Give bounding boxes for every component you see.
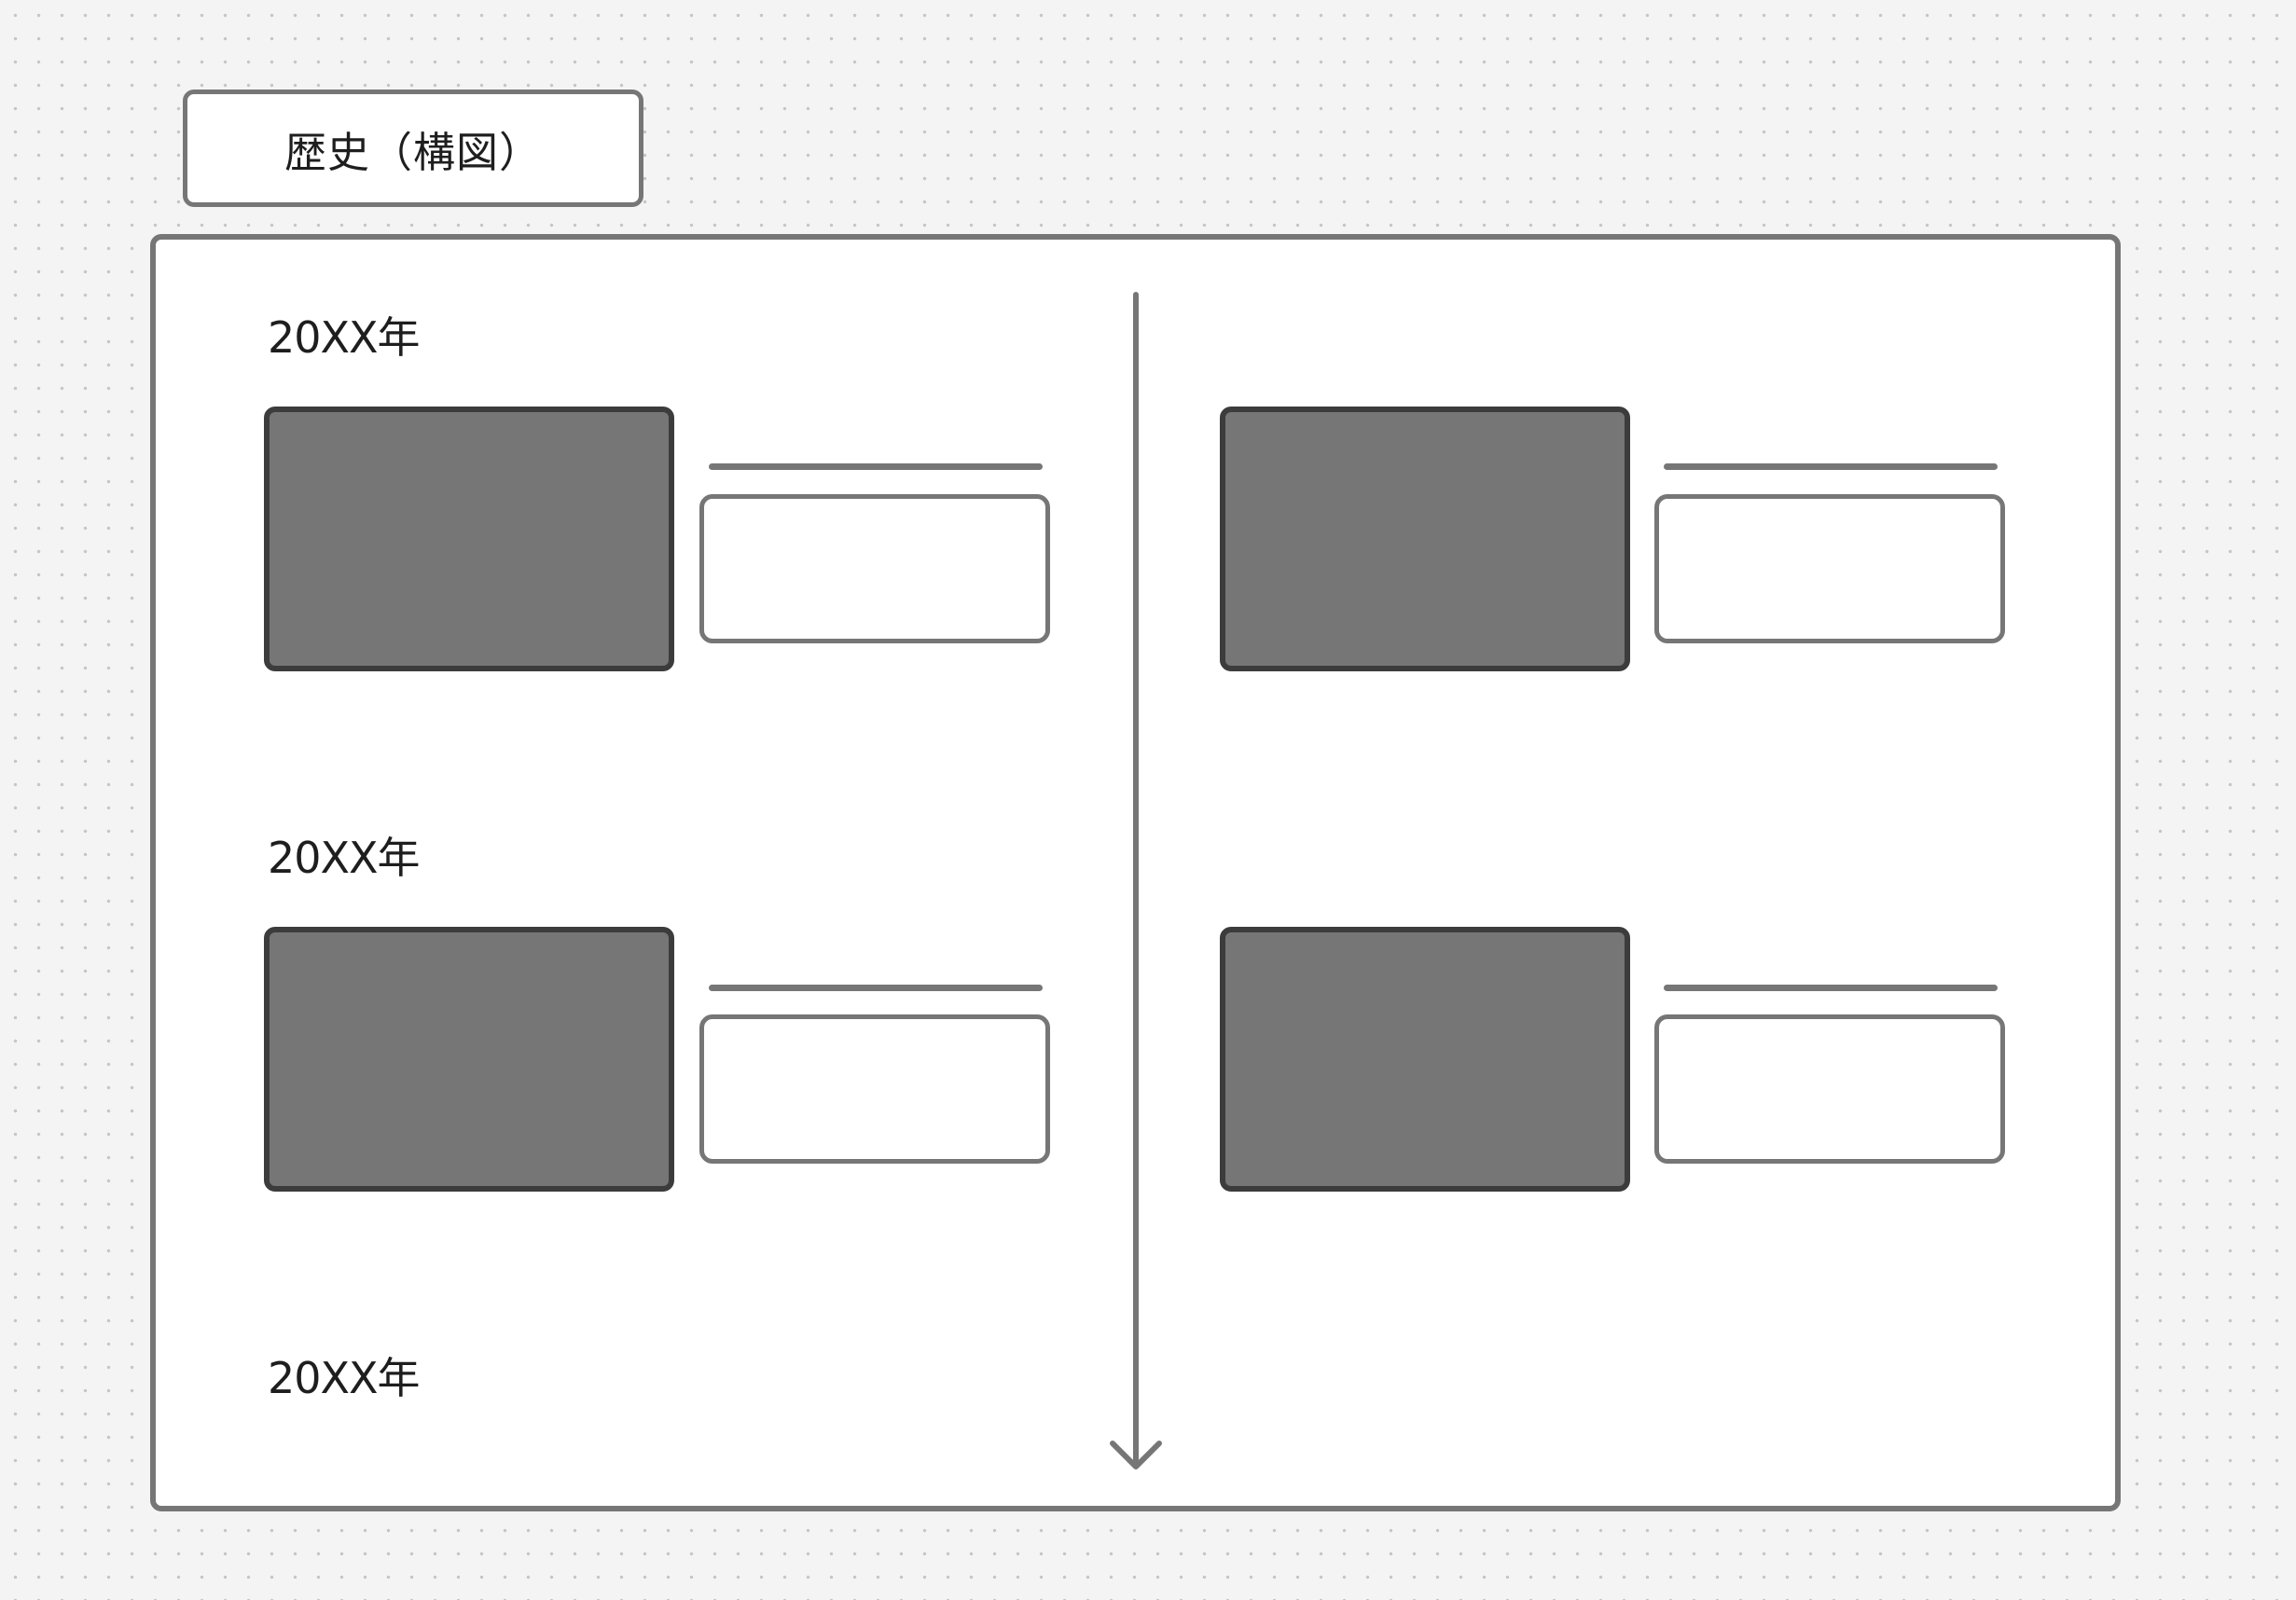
heading-line-row1-left <box>709 463 1043 470</box>
year-label-1: 20XX年 <box>268 312 421 363</box>
text-box-row2-left <box>699 1014 1050 1164</box>
year-label-2: 20XX年 <box>268 833 421 883</box>
heading-line-row2-right <box>1664 985 1998 991</box>
year-label-3: 20XX年 <box>268 1353 421 1403</box>
text-box-row1-left <box>699 494 1050 643</box>
image-placeholder-row2-right <box>1220 927 1630 1192</box>
heading-line-row1-right <box>1664 463 1998 470</box>
image-placeholder-row2-left <box>264 927 674 1192</box>
heading-line-row2-left <box>709 985 1043 991</box>
text-box-row1-right <box>1654 494 2005 643</box>
image-placeholder-row1-right <box>1220 407 1630 671</box>
diagram-title: 歴史（構図） <box>183 90 643 207</box>
image-placeholder-row1-left <box>264 407 674 671</box>
text-box-row2-right <box>1654 1014 2005 1164</box>
